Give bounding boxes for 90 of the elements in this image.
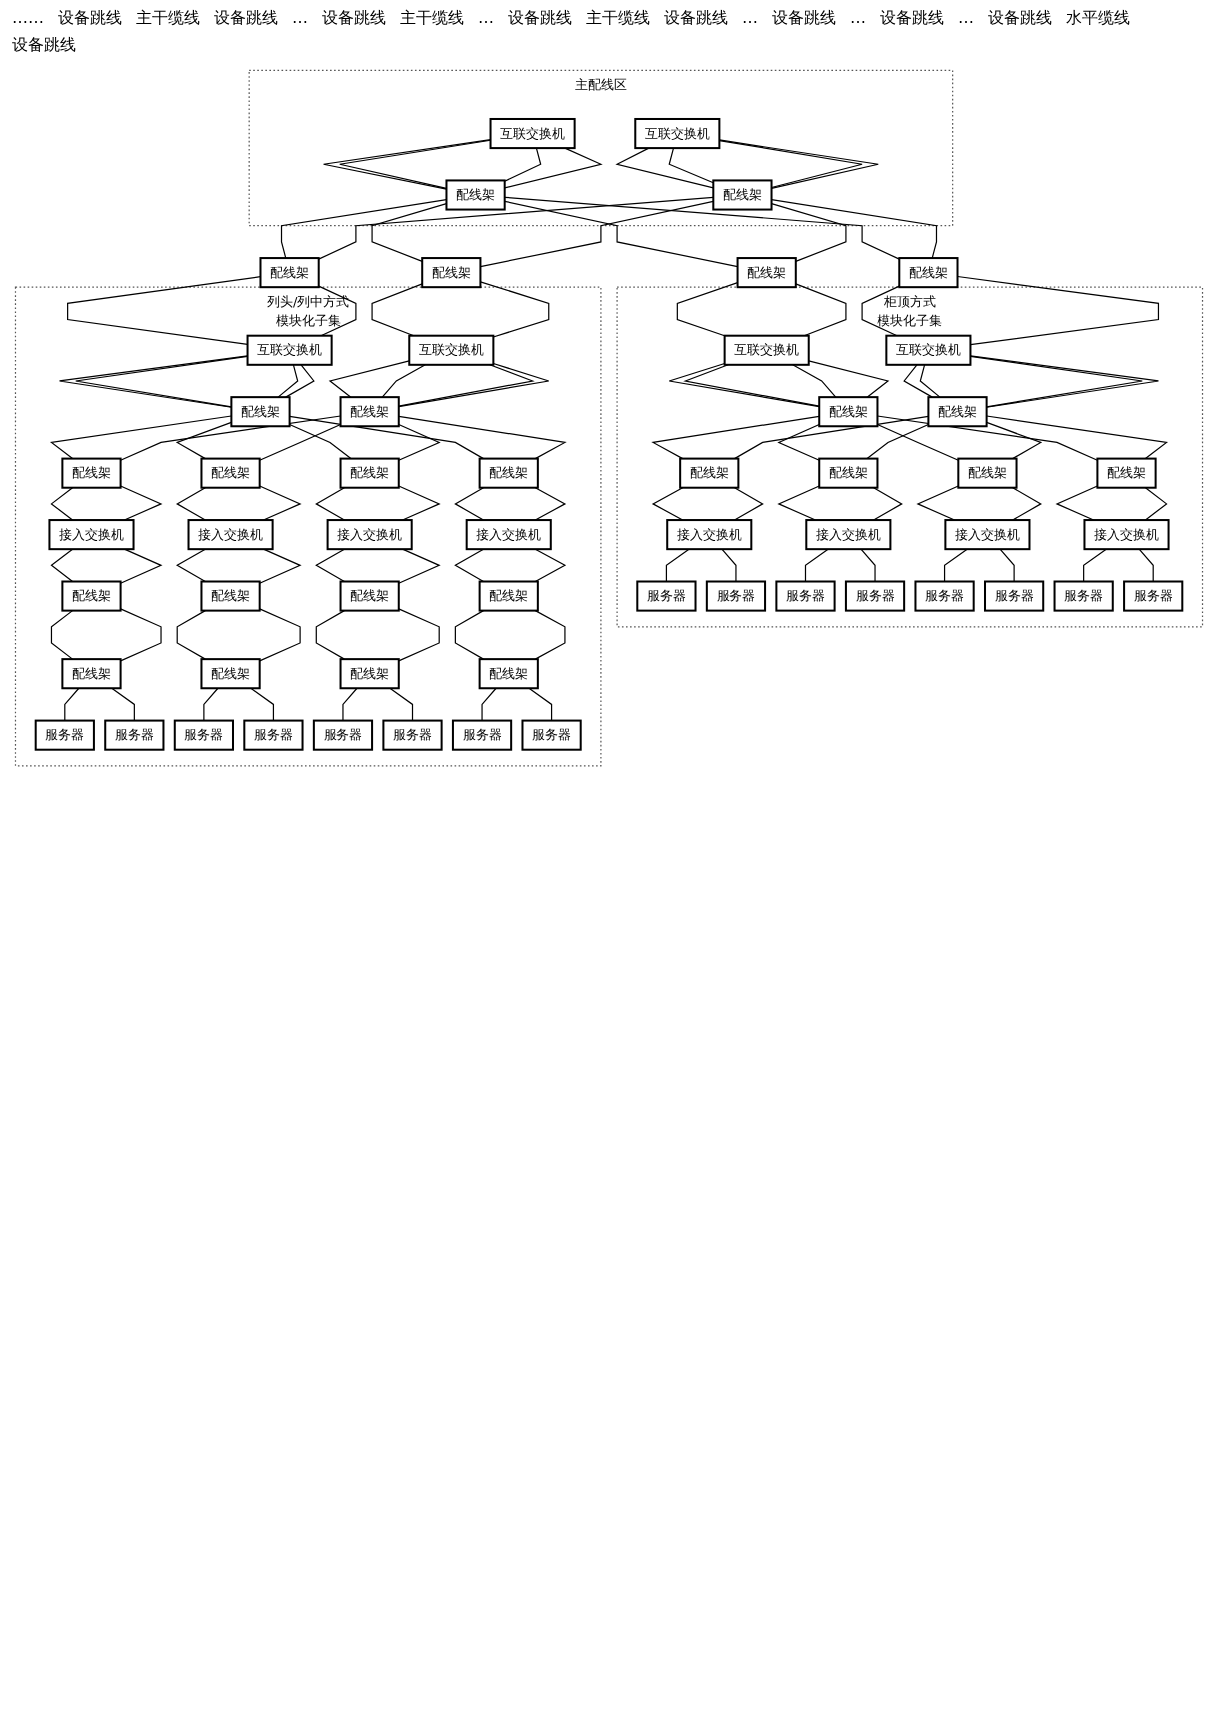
node-box: 配线架	[60, 580, 122, 612]
node-box: 配线架	[199, 457, 261, 489]
node-box: 接入交换机	[326, 519, 413, 551]
cable-label: 主干缆线	[586, 8, 650, 29]
node-box: 服务器	[774, 580, 836, 612]
cable-label: 设备跳线	[214, 8, 278, 29]
connector	[176, 610, 206, 660]
node-box: 配线架	[678, 457, 739, 489]
connector	[676, 282, 738, 337]
node-box: 互联交换机	[246, 334, 333, 366]
cable-label: 主干缆线	[400, 8, 464, 29]
cable-label: 设备跳线	[12, 35, 76, 56]
cable-label: …	[850, 8, 866, 29]
connector	[50, 610, 73, 660]
node-box: 服务器	[520, 719, 582, 751]
cable-label: 设备跳线	[322, 8, 386, 29]
node-box: 配线架	[199, 658, 261, 690]
node-box: 配线架	[60, 457, 122, 489]
connector	[479, 281, 549, 338]
cable-label: 水平缆线	[1066, 8, 1130, 29]
node-box: 配线架	[478, 580, 539, 612]
node-box: 配线架	[444, 179, 506, 211]
cable-label: 设备跳线	[988, 8, 1052, 29]
node-box: 配线架	[339, 580, 400, 612]
cable-label: 设备跳线	[880, 8, 944, 29]
node-box: 配线架	[956, 457, 1018, 489]
node-box: 接入交换机	[665, 519, 752, 551]
node-box: 服务器	[451, 719, 512, 751]
node-box: 配线架	[926, 396, 988, 428]
node-box: 接入交换机	[187, 519, 274, 551]
cable-label: 设备跳线	[664, 8, 728, 29]
node-box: 配线架	[817, 457, 878, 489]
cable-label: 设备跳线	[772, 8, 836, 29]
node-box: 配线架	[259, 257, 320, 289]
connector	[315, 610, 345, 660]
node-box: 配线架	[339, 396, 400, 428]
node-box: 互联交换机	[723, 334, 810, 366]
connector	[534, 610, 566, 660]
node-box: 互联交换机	[633, 117, 720, 150]
node-box: 配线架	[897, 257, 958, 289]
node-box: 服务器	[844, 580, 905, 612]
node-box: 配线架	[60, 658, 122, 690]
node-box: 配线架	[229, 396, 291, 428]
node-box: 配线架	[817, 396, 878, 428]
node-box: 服务器	[1122, 580, 1183, 612]
connector	[650, 415, 820, 460]
connector	[454, 610, 484, 660]
node-box: 服务器	[34, 719, 95, 751]
cable-label: 设备跳线	[508, 8, 572, 29]
node-box: 配线架	[478, 457, 539, 489]
node-box: 接入交换机	[804, 519, 891, 551]
node-box: 服务器	[913, 580, 975, 612]
node-box: 配线架	[478, 658, 539, 690]
node-box: 接入交换机	[943, 519, 1030, 551]
cable-label: 主干缆线	[136, 8, 200, 29]
node-box: 配线架	[339, 658, 400, 690]
node-box: 互联交换机	[884, 334, 971, 366]
node-box: 服务器	[103, 719, 164, 751]
cable-label: …	[478, 8, 494, 29]
node-box: 服务器	[1053, 580, 1114, 612]
node-box: 接入交换机	[1082, 519, 1170, 551]
node-box: 配线架	[199, 580, 261, 612]
connector	[381, 364, 426, 398]
cable-label: ……	[12, 8, 44, 29]
node-box: 接入交换机	[465, 519, 552, 551]
node-box: 服务器	[983, 580, 1044, 612]
node-box: 服务器	[705, 580, 766, 612]
node-box: 互联交换机	[407, 334, 494, 366]
node-box: 服务器	[312, 719, 373, 751]
connector	[119, 608, 162, 662]
node-box: 配线架	[339, 457, 400, 489]
cable-label: …	[958, 8, 974, 29]
cable-label: …	[742, 8, 758, 29]
node-box: 服务器	[381, 719, 443, 751]
connector	[258, 608, 301, 662]
node-box: 配线架	[711, 179, 773, 211]
node-box: 服务器	[173, 719, 234, 751]
cable-label: …	[292, 8, 308, 29]
node-box: 互联交换机	[489, 117, 576, 150]
node-box: 服务器	[242, 719, 304, 751]
node-box: 服务器	[635, 580, 697, 612]
node-box: 接入交换机	[47, 519, 135, 551]
connector	[397, 608, 440, 662]
node-box: 配线架	[736, 257, 797, 289]
cable-label: 设备跳线	[58, 8, 122, 29]
connector	[397, 415, 567, 460]
node-box: 配线架	[420, 257, 481, 289]
node-box: 配线架	[1095, 457, 1157, 489]
connector	[119, 415, 341, 461]
connector	[258, 423, 341, 461]
